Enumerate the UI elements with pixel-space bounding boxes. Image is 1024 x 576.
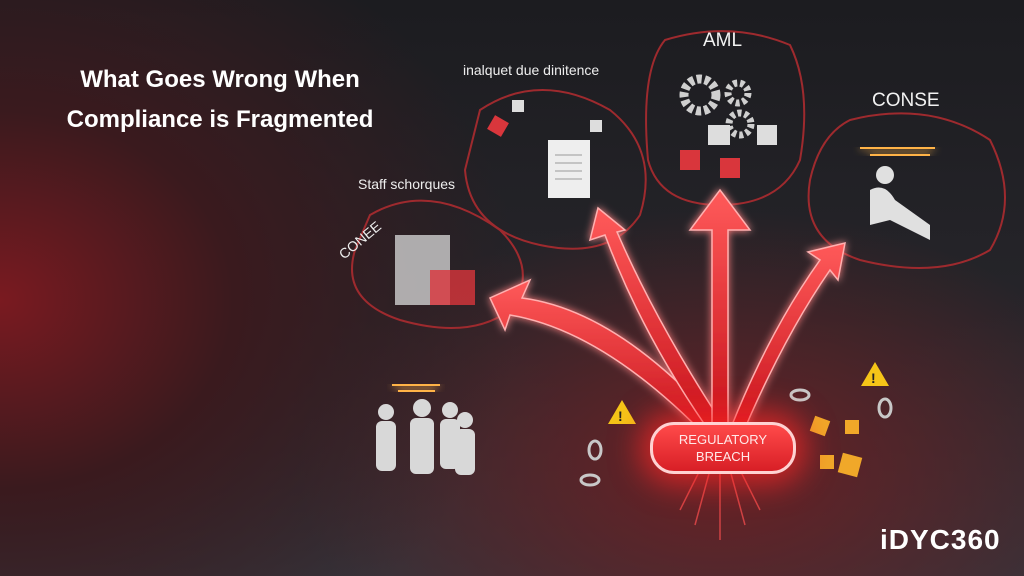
regulatory-breach-badge: REGULATORY BREACH [650, 422, 796, 474]
warning-icon: ! [608, 400, 636, 424]
page-title: What Goes Wrong When Compliance is Fragm… [20, 60, 420, 140]
label-aml: AML [703, 30, 743, 51]
svg-text:!: ! [618, 408, 623, 424]
label-staff: Staff schorques [358, 176, 456, 192]
label-conse: CONSE [872, 90, 940, 111]
badge-line-1: REGULATORY [678, 432, 768, 447]
people-icon [376, 399, 475, 475]
badge-line-2: BREACH [695, 449, 751, 464]
warning-icon: ! [861, 362, 889, 386]
bubble-conse [807, 112, 1006, 269]
arrows [488, 188, 846, 431]
glow-lines-icon [392, 384, 440, 392]
glow-rays [679, 469, 761, 540]
label-due-diligence: inalquet due dinitence [463, 62, 600, 78]
sitting-person-icon [870, 166, 930, 240]
glow-lines-icon [860, 147, 935, 156]
yellow-blocks [809, 415, 863, 478]
gears-icon [679, 74, 755, 139]
broken-chain-icon [579, 388, 893, 487]
title-line-2: Compliance is Fragmented [66, 106, 374, 133]
bubble-aml [645, 30, 806, 207]
brand-logo: iDYC360 [880, 524, 1001, 555]
document-icon [395, 235, 475, 305]
bubble-due-diligence [463, 89, 647, 250]
svg-text:!: ! [871, 370, 876, 386]
document-icon [487, 100, 602, 198]
title-line-1: What Goes Wrong When [80, 66, 360, 93]
